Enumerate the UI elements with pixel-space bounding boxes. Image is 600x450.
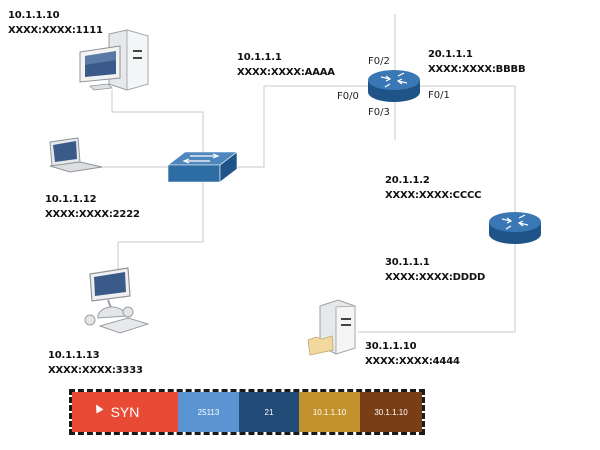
ipv6-address: XXXX:XXXX:BBBB — [428, 64, 526, 75]
ipv4-address: 30.1.1.10 — [365, 341, 417, 352]
router2-lower-address: 30.1.1.1 XXXX:XXXX:DDDD — [385, 255, 485, 285]
host-label-imac: 10.1.1.13 XXXX:XXXX:3333 — [48, 348, 143, 378]
ipv4-address: 20.1.1.1 — [428, 49, 473, 60]
router1-f00-address: 10.1.1.1 XXXX:XXXX:AAAA — [237, 50, 335, 80]
imac-icon[interactable] — [84, 267, 150, 334]
packet-header: SYN 25113 21 10.1.1.10 30.1.1.10 — [69, 389, 425, 435]
packet-field-source-port: 25113 — [178, 392, 239, 432]
link-imac-switch-2 — [118, 180, 204, 243]
laptop-icon[interactable] — [49, 137, 103, 173]
desktop-pc-icon[interactable] — [79, 29, 149, 91]
server-icon[interactable] — [307, 299, 356, 356]
ipv6-address: XXXX:XXXX:AAAA — [237, 67, 335, 78]
port-label-f03: F0/3 — [368, 107, 390, 118]
port-label-f00: F0/0 — [337, 91, 359, 102]
router-1-icon[interactable] — [368, 70, 420, 102]
packet-field-destination-port: 21 — [239, 392, 299, 432]
host-label-desktop-pc: 10.1.1.10 XXXX:XXXX:1111 — [8, 8, 103, 38]
router2-upper-address: 20.1.1.2 XXXX:XXXX:CCCC — [385, 173, 481, 203]
ipv4-address: 10.1.1.12 — [45, 194, 97, 205]
packet-field-source-ip: 10.1.1.10 — [299, 392, 360, 432]
ipv6-address: XXXX:XXXX:4444 — [365, 356, 460, 367]
link-router2-server — [358, 242, 516, 333]
ipv6-address: XXXX:XXXX:DDDD — [385, 272, 486, 283]
ipv4-address: 20.1.1.2 — [385, 175, 430, 186]
router-2-icon[interactable] — [489, 212, 541, 244]
host-label-server: 30.1.1.10 XXXX:XXXX:4444 — [365, 339, 460, 369]
mouse-cursor-icon — [92, 402, 104, 414]
ipv4-address: 30.1.1.1 — [385, 257, 430, 268]
switch-icon[interactable] — [167, 151, 238, 183]
link-pc-switch — [111, 90, 204, 152]
packet-field-destination-ip: 30.1.1.10 — [360, 392, 422, 432]
ipv6-address: XXXX:XXXX:3333 — [48, 365, 143, 376]
ipv4-address: 10.1.1.1 — [237, 52, 282, 63]
ipv6-address: XXXX:XXXX:1111 — [8, 25, 103, 36]
ipv4-address: 10.1.1.10 — [8, 10, 60, 21]
link-router1-router2 — [420, 85, 516, 212]
port-label-f01: F0/1 — [428, 90, 450, 101]
ipv6-address: XXXX:XXXX:CCCC — [385, 190, 482, 201]
ipv4-address: 10.1.1.13 — [48, 350, 100, 361]
port-label-f02: F0/2 — [368, 56, 390, 67]
packet-field-flag: SYN — [72, 392, 178, 432]
link-switch-router1 — [237, 85, 368, 168]
ipv6-address: XXXX:XXXX:2222 — [45, 209, 140, 220]
router1-f01-address: 20.1.1.1 XXXX:XXXX:BBBB — [428, 47, 526, 77]
flag-value: SYN — [110, 404, 140, 420]
host-label-laptop: 10.1.1.12 XXXX:XXXX:2222 — [45, 192, 140, 222]
